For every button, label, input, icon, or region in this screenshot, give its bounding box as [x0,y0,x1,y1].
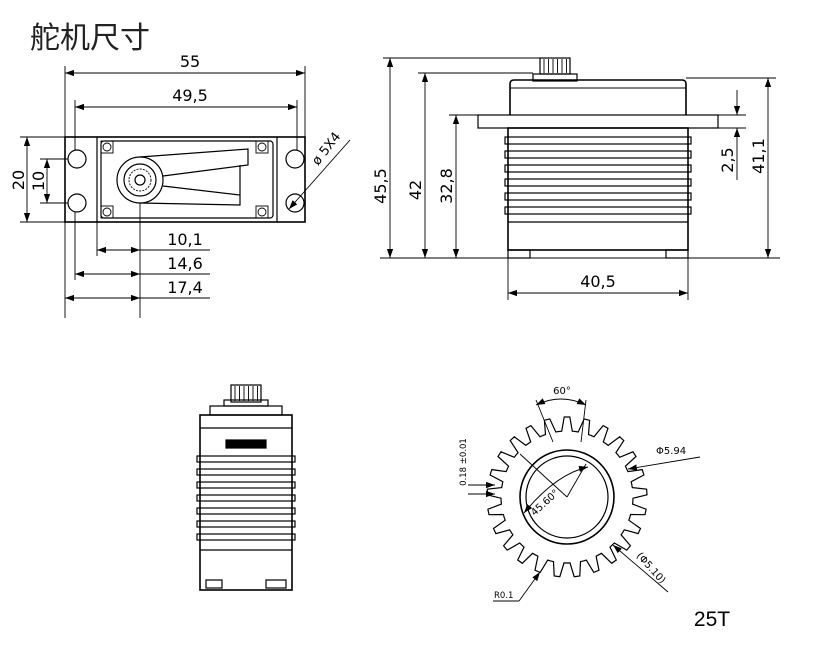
case-screw [257,207,267,217]
cooling-fin [504,206,692,215]
mount-hole [67,193,87,213]
cooling-fin [196,468,296,476]
mount-hole [285,149,305,169]
dim-label-case-height: 42 [406,180,425,200]
side-view: 45,5 42 32,8 2,5 41,1 40,5 [371,57,780,300]
dim-label-hole-spacing-length: 49,5 [172,86,208,105]
dim-label-shaft-from-edge: 17,4 [167,278,203,297]
gear-teeth-outline [486,416,648,578]
label-root-diameter: (Φ5.10) [634,551,668,587]
case-body [507,127,689,251]
leader-line [518,571,541,602]
angle-arc [523,465,589,514]
dim-label-shaft-from-body: 10,1 [167,230,203,249]
output-spline [128,168,152,192]
leader-line [288,139,351,210]
case-body [199,414,293,591]
angle-line [535,399,554,443]
flange-slot [225,439,267,449]
cooling-fin [196,520,296,528]
cooling-fin [504,136,692,145]
case-foot [507,249,531,259]
case-top [209,405,283,416]
dim-label-total-height: 45,5 [371,168,390,204]
dim-label-hole-spacing-width: 10 [29,171,48,191]
output-gear-detail: 60° Φ5.94 0.18 ±0.01 45.60° (Φ5.10) R0.1… [459,386,730,631]
angle-line [580,399,587,443]
cooling-fin [196,481,296,489]
output-shaft [230,384,262,403]
screw-pocket [100,140,114,154]
dim-label-overall-length: 55 [180,52,200,71]
angle-line [566,463,587,498]
case-screw [102,207,112,217]
shaft-bushing [532,73,578,82]
horn-screw [134,174,146,186]
cooling-fin [196,507,296,515]
cooling-fins [504,136,692,223]
cooling-fin [504,150,692,159]
label-teeth-count: 25T [694,608,730,631]
dim-label-mount-hole: ø 5X4 [309,130,344,169]
case-top-outline [100,140,274,219]
case-screw [257,142,267,152]
cooling-fin [196,455,296,463]
mount-hole [285,193,305,213]
shaft-splines [234,386,258,401]
label-radius: R0.1 [494,591,513,601]
shaft-splines [543,59,567,73]
cooling-fin [504,178,692,187]
case-foot [665,249,689,259]
angle-arc [535,398,587,406]
label-tooth-gap: 0.18 ±0.01 [459,438,469,486]
front-view [196,384,296,591]
case-screw [102,142,112,152]
dim-label-shaft-from-hole: 14,6 [167,254,203,273]
cooling-fins [196,455,296,541]
cooling-fin [196,533,296,541]
cooling-fin [504,164,692,173]
mounting-flange [477,114,719,129]
mount-hole [67,149,87,169]
label-outer-diameter: Φ5.94 [656,446,686,457]
dim-label-overall-width: 20 [9,170,28,190]
gear-bore-outer [519,449,615,545]
leader-line [627,456,701,471]
dim-label-body-length: 40,5 [580,272,616,291]
screw-pocket [255,140,269,154]
case-top [509,79,687,115]
cooling-fin [196,494,296,502]
case-foot [265,579,287,589]
case-foot [205,579,223,589]
flange-outline [64,136,306,223]
dim-label-case-height-right: 41,1 [749,138,768,174]
top-view: 55 49,5 20 10 ø 5X4 10,1 14,6 [9,52,351,318]
label-angle-top: 60° [553,386,571,397]
output-shaft [539,57,571,75]
leader-line [612,544,669,593]
dim-label-flange-height: 32,8 [437,168,456,204]
dim-label-flange-thickness: 2,5 [718,147,737,172]
screw-pocket [100,205,114,219]
horn-arm-bottom [139,185,241,206]
cooling-fin [504,192,692,201]
horn-hub-inner [123,163,157,197]
page-title: 舵机尺寸 [30,21,150,56]
screw-pocket [255,205,269,219]
horn-arm-top [139,148,249,177]
label-angle-inner: 45.60° [529,488,561,519]
